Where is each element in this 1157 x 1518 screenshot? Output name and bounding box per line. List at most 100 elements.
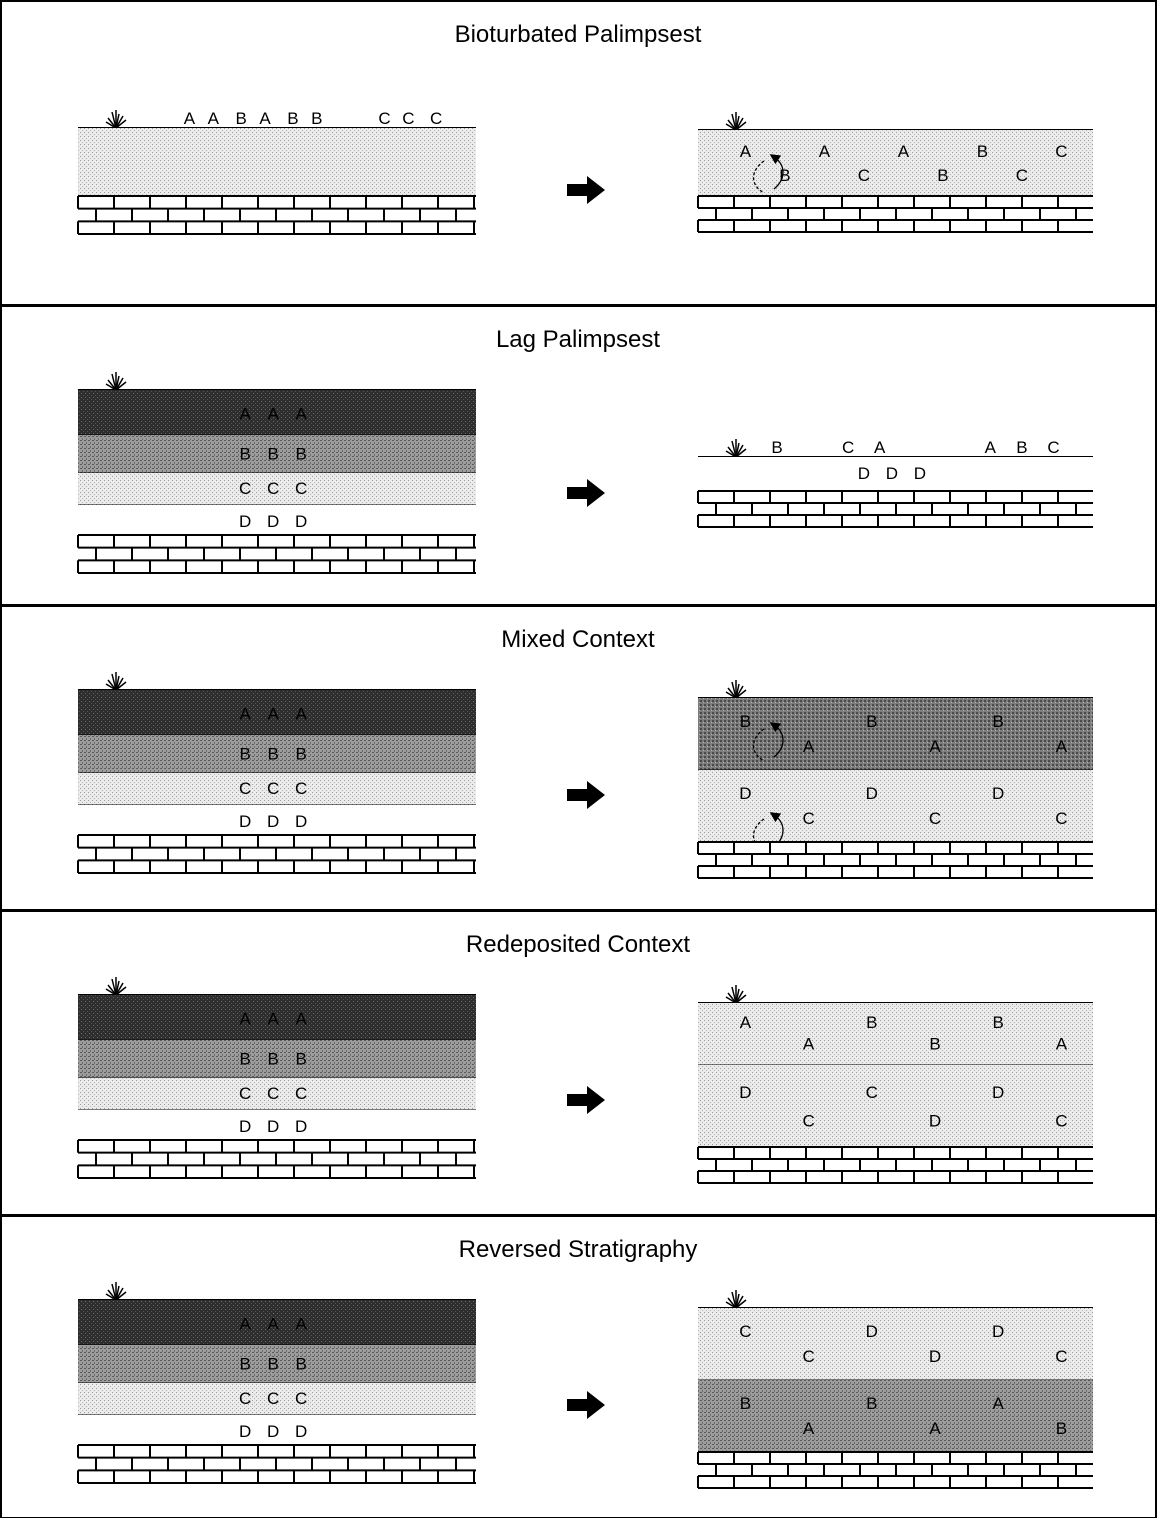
soil-layer-light: D C C D D C <box>698 1065 1093 1148</box>
artifact-letter: C <box>802 1112 814 1131</box>
artifact-letter: A <box>259 109 271 128</box>
artifact-letter: A <box>803 737 815 756</box>
artifact-letter: C <box>866 1083 878 1102</box>
artifact-letter: C <box>802 809 814 828</box>
artifact-letter: D <box>267 512 279 531</box>
grass-tuft-icon <box>725 680 747 699</box>
artifact-letter: B <box>267 1050 278 1069</box>
artifact-letter: D <box>267 1117 279 1136</box>
bedrock-bricks <box>697 490 1093 528</box>
grass-tuft-icon <box>105 110 127 129</box>
bedrock-bricks <box>77 1444 476 1484</box>
grass-tuft-icon <box>725 439 747 458</box>
artifact-letter: D <box>295 1117 307 1136</box>
panel-title: Bioturbated Palimpsest <box>455 21 702 48</box>
bedrock-bricks <box>697 1146 1093 1184</box>
bedrock-bricks <box>77 195 476 235</box>
mixing-arrow-icon <box>752 154 784 194</box>
artifact-letter: A <box>819 142 831 161</box>
artifact-letter: D <box>239 512 251 531</box>
artifact-letter: A <box>208 109 220 128</box>
artifact-letter: A <box>267 1314 279 1333</box>
artifact-letter: D <box>929 1112 941 1131</box>
artifact-letter: B <box>1016 438 1027 457</box>
artifact-letter: B <box>977 142 988 161</box>
artifact-letter: B <box>929 1035 940 1054</box>
artifact-letter: A <box>295 1009 307 1028</box>
artifact-letter: A <box>239 1314 251 1333</box>
artifact-letter: B <box>295 1355 306 1374</box>
artifact-letter: C <box>402 109 414 128</box>
artifact-letter: C <box>739 1322 751 1341</box>
artifact-letter: B <box>740 1394 751 1413</box>
artifact-letter: C <box>929 809 941 828</box>
artifact-letter: C <box>1055 1112 1067 1131</box>
artifact-letter: D <box>992 1322 1004 1341</box>
artifact-letter: A <box>267 1009 279 1028</box>
grass-tuft-icon <box>105 372 127 391</box>
grass-tuft-icon <box>105 672 127 691</box>
bedrock-bricks <box>77 534 476 574</box>
artifact-letter: C <box>295 1389 307 1408</box>
soil-layer-light <box>78 128 476 199</box>
artifact-letter: C <box>295 1084 307 1103</box>
artifact-letter: A <box>1056 1035 1068 1054</box>
artifact-letter: D <box>267 1422 279 1441</box>
artifact-letter: D <box>739 1083 751 1102</box>
artifact-letter: A <box>295 704 307 723</box>
bedrock-bricks <box>697 195 1093 233</box>
artifact-letter: D <box>914 464 926 483</box>
artifact-letter: D <box>992 784 1004 803</box>
grass-tuft-icon <box>725 1290 747 1309</box>
transformation-arrow-icon <box>567 479 605 507</box>
artifact-letter: D <box>295 512 307 531</box>
artifact-letter: C <box>239 1389 251 1408</box>
artifact-letter: D <box>295 812 307 831</box>
artifact-letter: B <box>866 712 877 731</box>
artifact-letter: C <box>295 479 307 498</box>
artifact-letter: D <box>858 464 870 483</box>
artifact-letter: B <box>236 109 247 128</box>
artifact-letter: A <box>740 1013 752 1032</box>
artifact-letter: B <box>295 1050 306 1069</box>
artifact-letter: B <box>779 166 790 185</box>
artifact-letter: C <box>239 1084 251 1103</box>
artifact-letter: B <box>239 745 250 764</box>
artifact-letter: A <box>898 142 910 161</box>
artifact-letter: A <box>803 1035 815 1054</box>
artifact-letter: B <box>295 445 306 464</box>
artifact-letter: C <box>267 779 279 798</box>
panel-title: Lag Palimpsest <box>496 326 660 353</box>
artifact-letter: D <box>239 812 251 831</box>
artifact-letter: D <box>866 784 878 803</box>
artifact-letter: C <box>378 109 390 128</box>
artifact-letter: A <box>267 404 279 423</box>
artifact-letter: C <box>1016 166 1028 185</box>
artifact-letter: C <box>267 1084 279 1103</box>
artifact-letter: A <box>239 404 251 423</box>
artifact-letter: B <box>866 1394 877 1413</box>
panel-title: Redeposited Context <box>466 931 690 958</box>
artifact-letter: D <box>992 1083 1004 1102</box>
artifact-letter: B <box>295 745 306 764</box>
